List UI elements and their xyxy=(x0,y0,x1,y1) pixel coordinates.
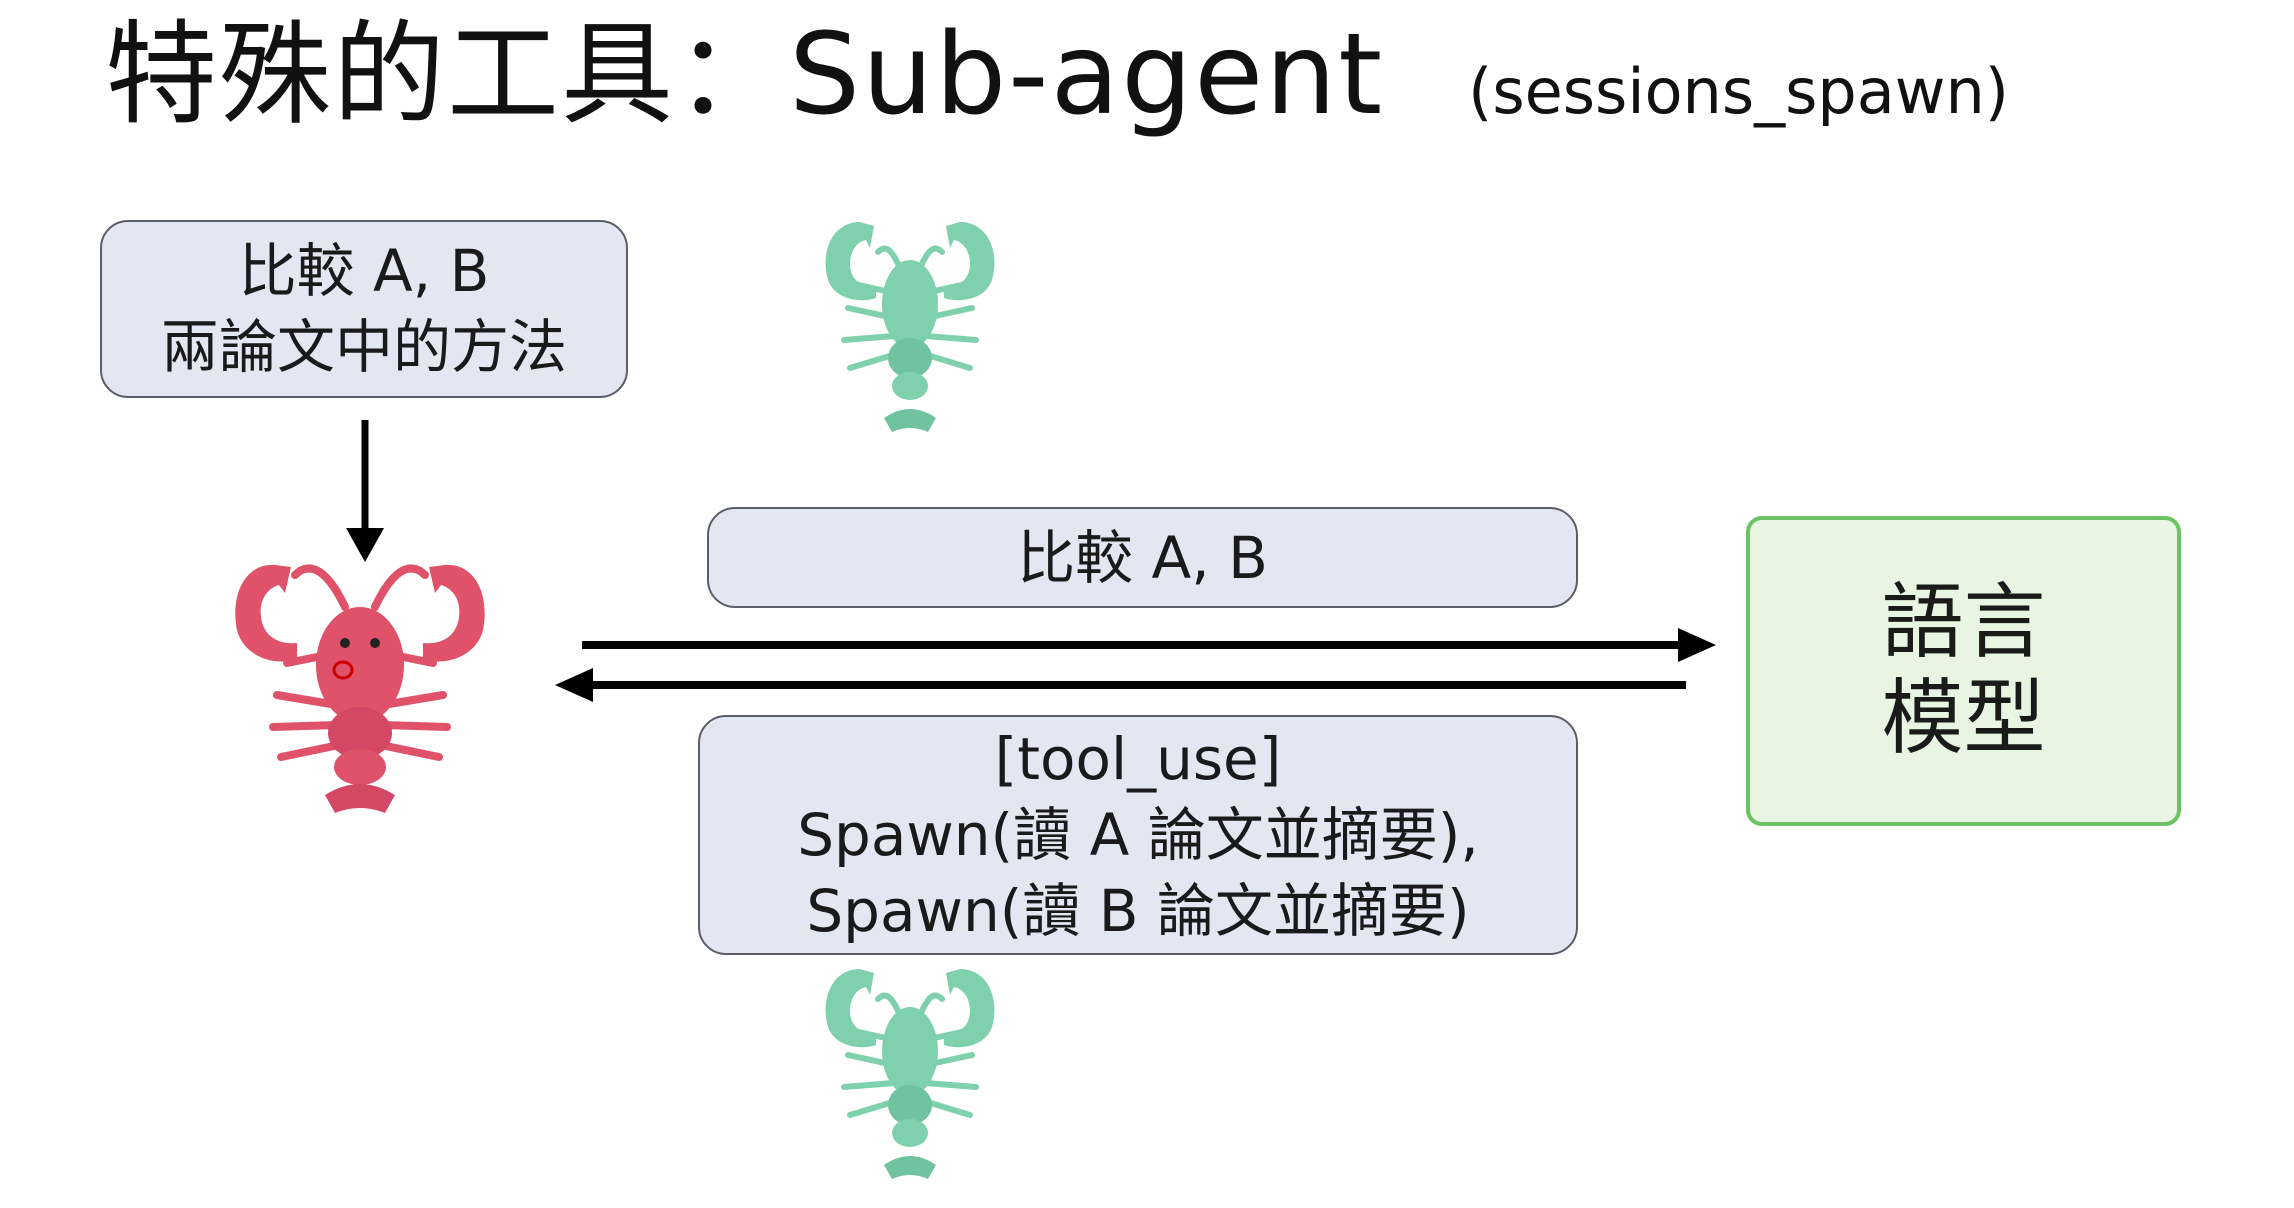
title-main: 特殊的工具：Sub-agent xyxy=(105,10,1385,140)
green-lobster-icon xyxy=(825,222,995,432)
title-subtitle: (sessions_spawn) xyxy=(1468,55,2009,128)
page-title: 特殊的工具：Sub-agent (sessions_spawn) xyxy=(105,0,2009,150)
model-label-line: 模型 xyxy=(1881,671,2046,766)
language-model-box: 語言 模型 xyxy=(1746,516,2181,826)
tool-use-box: [tool_use] Spawn(讀 A 論文並摘要), Spawn(讀 B 論… xyxy=(698,715,1578,955)
user-request-line: 比較 A, B xyxy=(238,237,490,305)
user-request-line: 兩論文中的方法 xyxy=(160,313,567,381)
red-lobster-icon xyxy=(235,564,485,813)
request-box: 比較 A, B xyxy=(707,507,1578,608)
right-arrow xyxy=(582,628,1716,662)
left-arrow xyxy=(555,668,1686,702)
tool-use-line: [tool_use] xyxy=(994,725,1282,793)
tool-use-line: Spawn(讀 A 論文並摘要), xyxy=(797,801,1479,869)
model-label-line: 語言 xyxy=(1881,575,2046,670)
tool-use-line: Spawn(讀 B 論文並摘要) xyxy=(806,877,1470,945)
green-lobster-icon xyxy=(825,969,995,1179)
request-text: 比較 A, B xyxy=(1017,523,1268,592)
down-arrow xyxy=(346,420,384,562)
user-request-box: 比較 A, B 兩論文中的方法 xyxy=(100,220,628,398)
